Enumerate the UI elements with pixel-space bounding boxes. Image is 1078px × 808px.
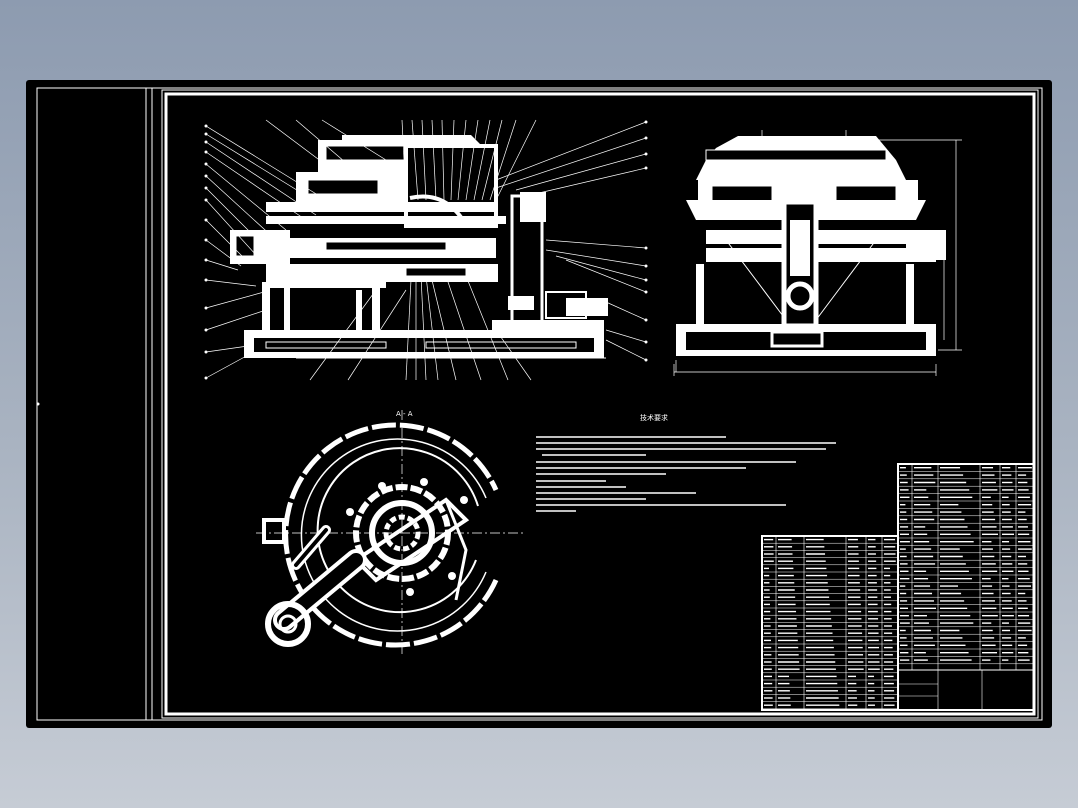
section-view: A - A <box>256 410 526 656</box>
leader-lines-front <box>205 119 647 381</box>
part-number-markers <box>204 120 648 380</box>
drawing-sheet: A - A 技术要求 <box>26 80 1052 728</box>
tech-requirements-title: 技术要求 <box>640 413 668 422</box>
side-view <box>676 136 946 356</box>
technical-requirements: 技术要求 <box>536 413 836 512</box>
front-view <box>230 135 608 359</box>
inner-frame <box>164 92 1036 716</box>
cad-drawing: A - A 技术要求 <box>36 87 1043 721</box>
parts-list-rows <box>762 467 1034 710</box>
section-label: A - A <box>396 410 413 418</box>
side-view-dimensions <box>673 130 962 376</box>
parts-list-right <box>897 463 1035 711</box>
